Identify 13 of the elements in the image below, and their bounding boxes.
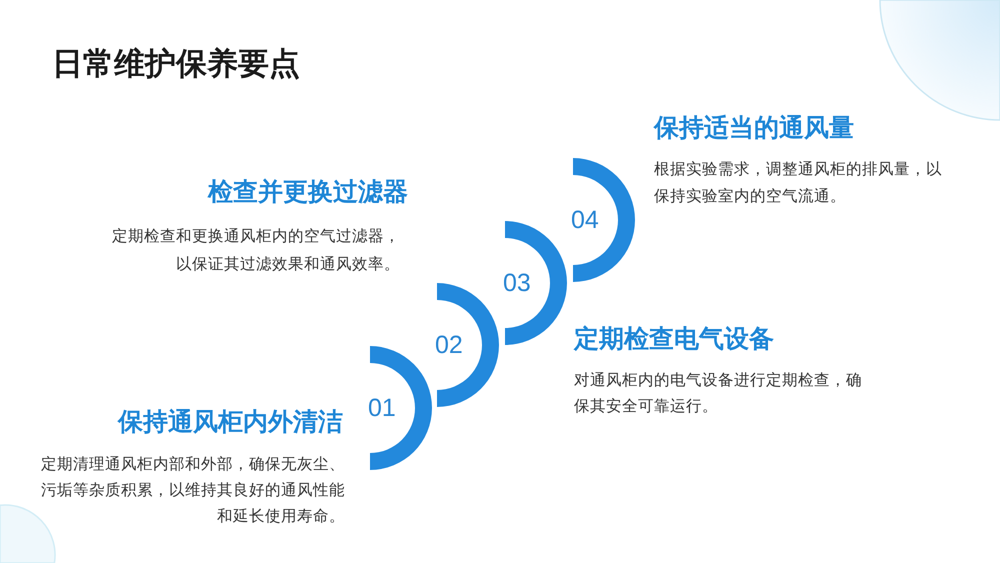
step-number: 02 [435,330,463,360]
step-heading: 检查并更换过滤器 [208,176,408,208]
step-description: 定期清理通风柜内部和外部，确保无灰尘、污垢等杂质积累，以维持其良好的通风性能和延长使用寿命。 [40,454,345,527]
step-description: 根据实验需求，调整通风柜的排风量，以保持实验室内的空气流通。 [654,159,943,207]
step-description: 对通风柜内的电气设备进行定期检查，确保其安全可靠运行。 [574,370,863,417]
step-heading: 保持通风柜内外清洁 [118,406,343,438]
step-number: 01 [368,393,396,423]
step-number: 04 [571,205,599,235]
slide-title: 日常维护保养要点 [52,45,300,83]
step-description: 定期检查和更换通风柜内的空气过滤器，以保证其过滤效果和通风效率。 [111,226,400,275]
step-heading: 保持适当的通风量 [654,112,854,144]
step-heading: 定期检查电气设备 [574,323,774,355]
step-number: 03 [503,268,531,298]
